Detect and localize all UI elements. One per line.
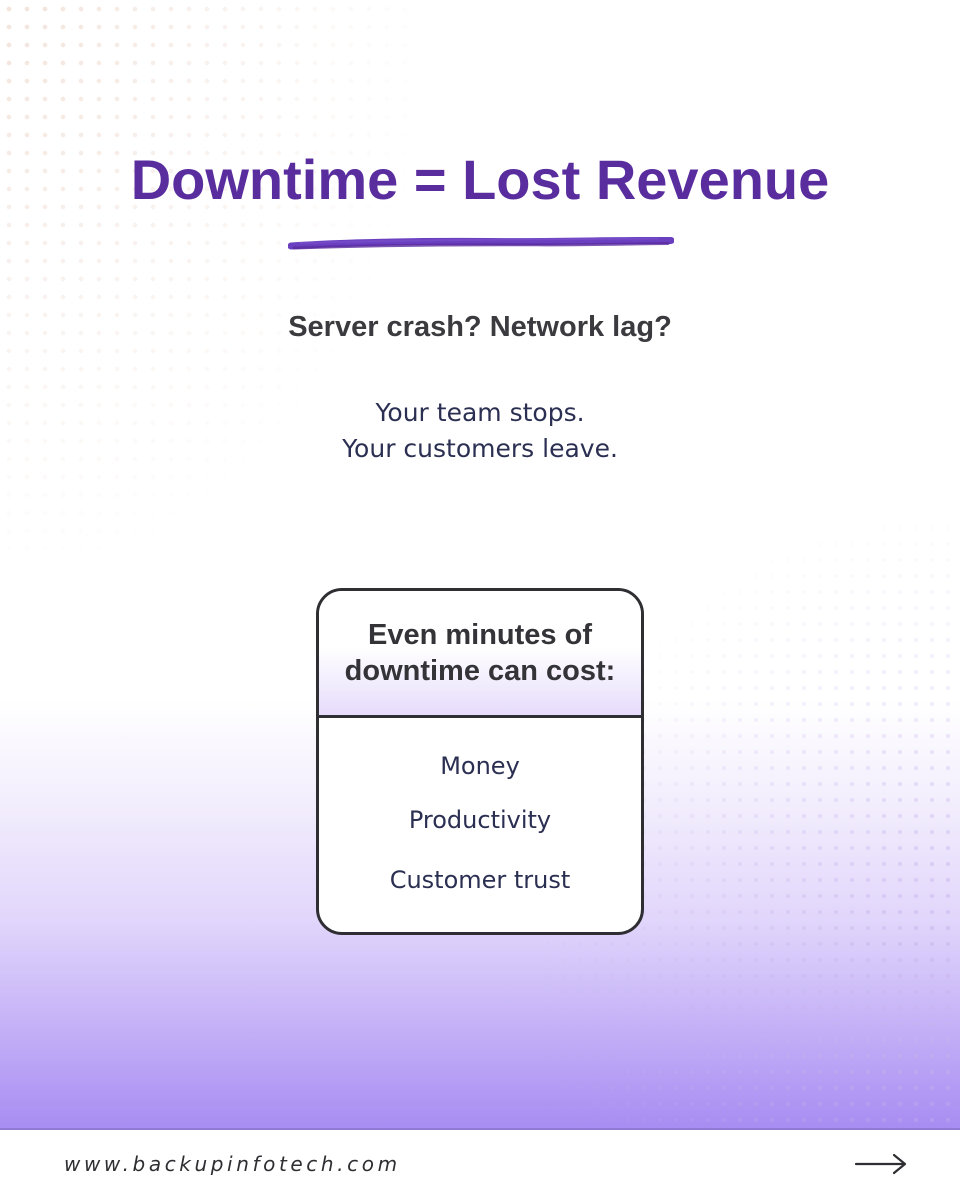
cost-card-body: Money Productivity Customer trust (319, 718, 641, 932)
page-canvas: Downtime = Lost Revenue Server crash? Ne… (0, 0, 960, 1128)
intro-lines: Your team stops. Your customers leave. (0, 395, 960, 467)
arrow-right-icon[interactable] (852, 1150, 910, 1178)
page-title: Downtime = Lost Revenue (130, 148, 830, 211)
intro-line-team: Your team stops. (375, 398, 585, 427)
footer-divider (0, 1128, 960, 1130)
cost-item-money: Money (440, 752, 520, 780)
cost-card: Even minutes of downtime can cost: Money… (316, 588, 644, 935)
page-subtitle: Server crash? Network lag? (288, 311, 672, 343)
cost-item-customer-trust: Customer trust (389, 866, 571, 894)
website-url: www.backupinfotech.com (64, 1152, 401, 1176)
cost-card-header: Even minutes of downtime can cost: (319, 591, 641, 718)
intro-line-customers: Your customers leave. (342, 434, 618, 463)
brush-underline (288, 236, 674, 250)
dot-pattern-top-left (0, 0, 420, 560)
cost-item-productivity: Productivity (408, 806, 552, 834)
footer: www.backupinfotech.com (0, 1128, 960, 1200)
cost-card-title: Even minutes of downtime can cost: (344, 619, 616, 687)
